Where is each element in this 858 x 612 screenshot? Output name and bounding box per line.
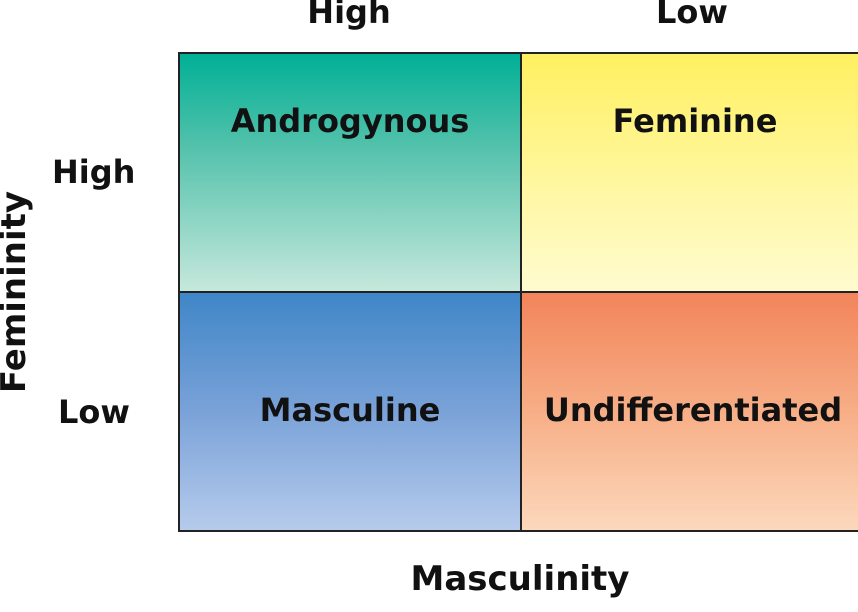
y-axis-title: Femininity bbox=[0, 190, 34, 394]
quadrant-label-masculine: Masculine bbox=[259, 390, 441, 429]
row-label-femininity-high: High bbox=[52, 153, 136, 191]
quadrant-feminine: Feminine bbox=[522, 54, 858, 293]
column-label-masculinity-high: High bbox=[307, 0, 391, 31]
quadrant-label-androgynous: Androgynous bbox=[230, 101, 470, 140]
quadrant-grid: Androgynous Feminine Masculine Undiffere… bbox=[178, 52, 858, 532]
x-axis-title: Masculinity bbox=[410, 559, 630, 599]
quadrant-masculine: Masculine bbox=[180, 293, 522, 530]
row-label-femininity-low: Low bbox=[58, 393, 130, 431]
quadrant-androgynous: Androgynous bbox=[180, 54, 522, 293]
column-label-masculinity-low: Low bbox=[656, 0, 728, 31]
quadrant-label-feminine: Feminine bbox=[612, 101, 778, 140]
quadrant-undifferentiated: Undifferentiated bbox=[522, 293, 858, 530]
quadrant-label-undifferentiated: Undifferentiated bbox=[543, 390, 843, 429]
